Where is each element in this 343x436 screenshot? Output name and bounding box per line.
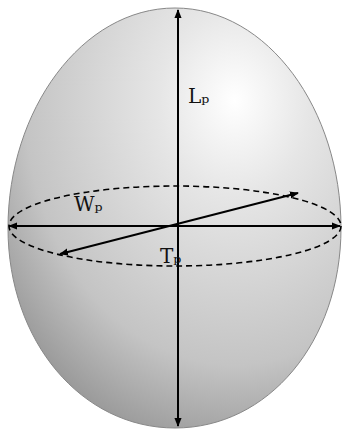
dashed-section xyxy=(9,186,341,266)
egg-body xyxy=(8,8,341,428)
thickness-arrow xyxy=(60,193,298,254)
length-label: Lₚ xyxy=(188,86,209,106)
thickness-label: Tₚ xyxy=(160,246,181,266)
length-arrow xyxy=(177,10,179,426)
width-label: Wₚ xyxy=(74,194,103,214)
